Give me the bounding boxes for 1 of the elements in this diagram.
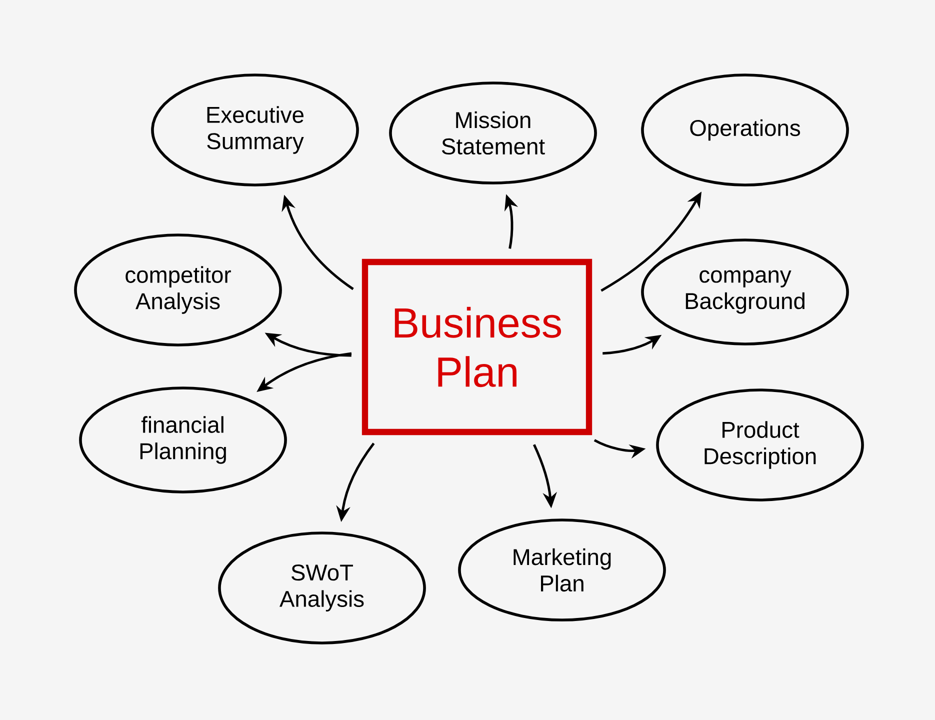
central-box: Business Plan <box>362 258 592 436</box>
